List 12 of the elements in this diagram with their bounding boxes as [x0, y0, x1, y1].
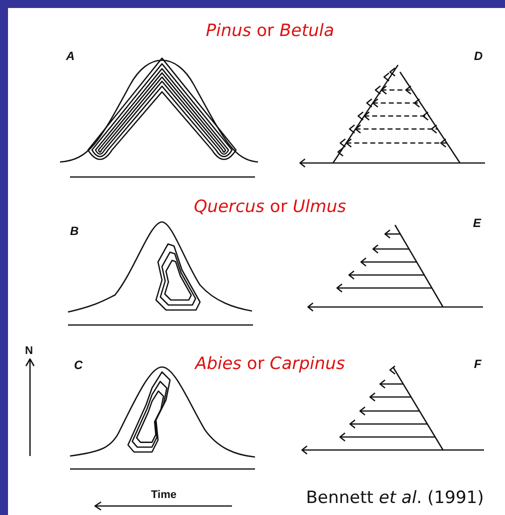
panel-letter: D [474, 50, 483, 62]
species-heading: Pinus or Betula [206, 23, 334, 40]
panel-letter: E [473, 217, 482, 229]
species-heading: Abies or Carpinus [195, 356, 345, 373]
citation: Bennett et al. (1991) [306, 490, 484, 507]
panel-letter: F [474, 358, 482, 370]
species-heading: Quercus or Ulmus [194, 199, 346, 216]
panel-letter: B [70, 225, 79, 237]
axis-label: N [25, 346, 33, 357]
panel-letter: A [66, 50, 75, 62]
panel-letter: C [74, 359, 83, 371]
axis-label: Time [151, 490, 176, 501]
